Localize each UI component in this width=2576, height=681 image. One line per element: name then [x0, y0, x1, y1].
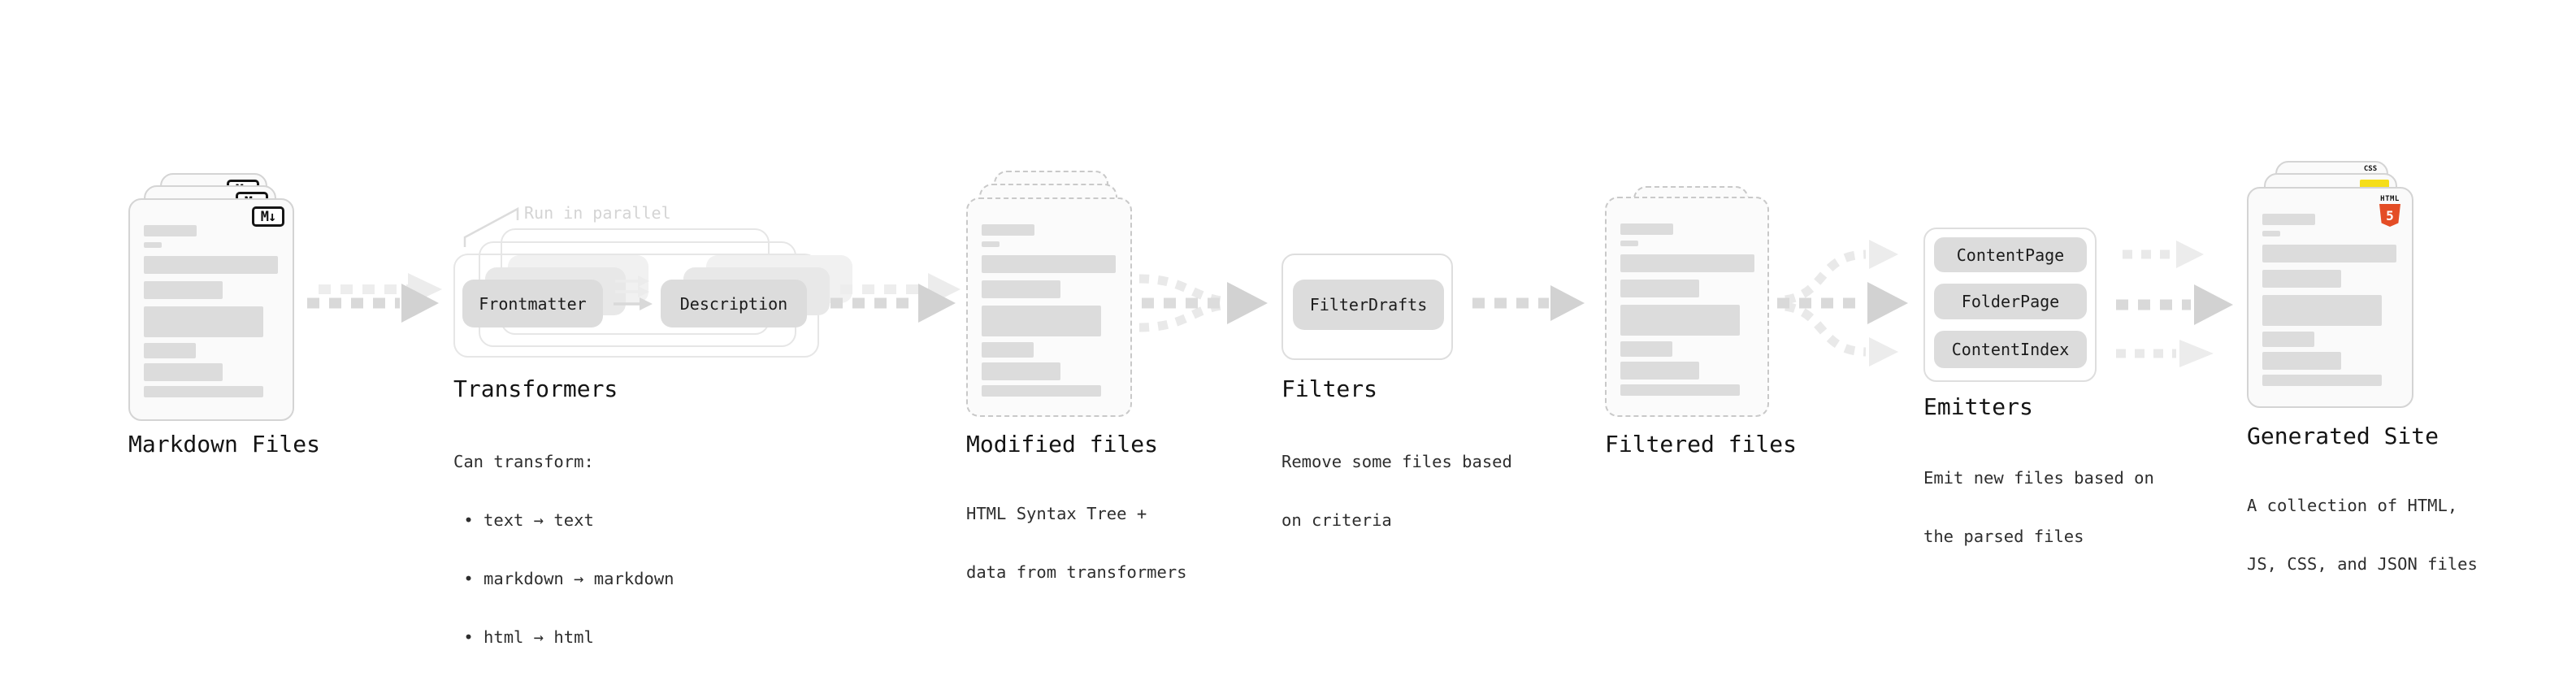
- text-placeholder-bar: [1620, 305, 1740, 336]
- filters-description: Remove some files based on criteria: [1281, 452, 1512, 530]
- text-placeholder-bar: [1620, 341, 1672, 357]
- run-in-parallel-annotation: Run in parallel: [524, 203, 671, 223]
- document-card-front: M↓: [128, 198, 294, 421]
- text-placeholder-bar: [144, 363, 223, 381]
- text-placeholder-bar: [1620, 384, 1740, 396]
- text-placeholder-bar: [982, 385, 1101, 397]
- text-placeholder-bar: [982, 255, 1116, 273]
- text-placeholder-bar: [2262, 375, 2382, 386]
- text-placeholder-bar: [144, 225, 197, 236]
- modified-files-description: HTML Syntax Tree + data from transformer…: [966, 504, 1187, 582]
- stage-label-transformers: Transformers: [453, 375, 618, 402]
- text-placeholder-bar: [144, 256, 278, 274]
- text-placeholder-bar: [982, 342, 1034, 358]
- arrow-filters-to-filtered: [1472, 285, 1585, 321]
- arrow-filtered-to-emitters: [1777, 240, 1908, 367]
- text-placeholder-bar: [1620, 223, 1673, 235]
- text-placeholder-bar: [144, 281, 223, 299]
- frontmatter-node: Frontmatter: [462, 280, 603, 327]
- filterdrafts-node: FilterDrafts: [1293, 280, 1444, 330]
- text-placeholder-bar: [144, 343, 196, 358]
- arrow-markdown-to-transformers: [307, 273, 442, 323]
- text-placeholder-bar: [2262, 332, 2314, 347]
- text-placeholder-bar: [144, 306, 263, 337]
- transformers-description: Can transform: • text → text • markdown …: [453, 452, 674, 647]
- text-placeholder-bar: [2262, 295, 2382, 326]
- text-placeholder-bar: [2262, 231, 2280, 236]
- document-card-front: [966, 197, 1132, 417]
- text-placeholder-bar: [982, 362, 1060, 380]
- folderpage-node: FolderPage: [1934, 284, 2087, 319]
- document-card-html: HTML 5: [2247, 187, 2413, 408]
- html5-icon: HTML 5: [2378, 195, 2402, 227]
- text-placeholder-bar: [1620, 254, 1754, 272]
- stage-label-emitters: Emitters: [1923, 393, 2033, 420]
- markdown-badge-icon: M↓: [252, 206, 284, 227]
- text-placeholder-bar: [2262, 352, 2341, 370]
- stage-label-modified-files: Modified files: [966, 431, 1159, 458]
- text-placeholder-bar: [2262, 270, 2341, 288]
- text-placeholder-bar: [982, 280, 1060, 298]
- text-placeholder-bar: [1620, 280, 1699, 297]
- description-node: Description: [661, 280, 807, 327]
- stage-label-filtered-files: Filtered files: [1605, 431, 1798, 458]
- generated-site-description: A collection of HTML, JS, CSS, and JSON …: [2247, 496, 2478, 574]
- text-placeholder-bar: [1620, 241, 1638, 246]
- text-placeholder-bar: [144, 386, 263, 397]
- text-placeholder-bar: [144, 242, 162, 248]
- arrow-emitters-to-site: [2116, 241, 2233, 367]
- text-placeholder-bar: [982, 224, 1034, 236]
- text-placeholder-bar: [982, 241, 1000, 247]
- contentpage-node: ContentPage: [1934, 237, 2087, 272]
- arrow-modified-to-filters: [1138, 274, 1268, 332]
- text-placeholder-bar: [2262, 214, 2315, 225]
- text-placeholder-bar: [982, 306, 1101, 336]
- emitters-description: Emit new files based on the parsed files: [1923, 468, 2154, 546]
- text-placeholder-bar: [1620, 362, 1699, 380]
- stage-label-filters: Filters: [1281, 375, 1378, 402]
- stage-label-markdown-files: Markdown Files: [128, 431, 321, 458]
- document-card-front: [1605, 197, 1769, 417]
- contentindex-node: ContentIndex: [1934, 331, 2087, 368]
- text-placeholder-bar: [2262, 245, 2396, 262]
- stage-label-generated-site: Generated Site: [2247, 423, 2439, 449]
